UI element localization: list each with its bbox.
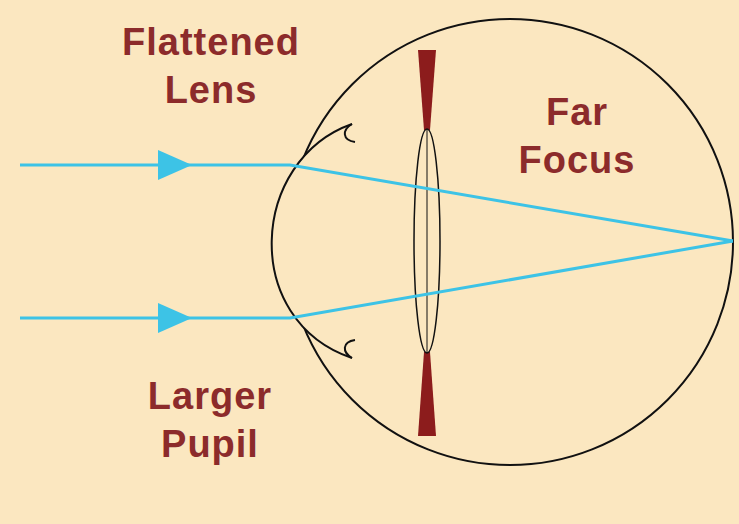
iris-hook xyxy=(345,340,355,358)
cornea-outline xyxy=(272,124,352,358)
lens-label: Flattened Lens xyxy=(91,18,331,114)
lens-zonule xyxy=(427,130,428,352)
focus-label: Far Focus xyxy=(497,88,657,184)
light-ray xyxy=(20,241,733,318)
ciliary-muscle xyxy=(418,352,436,436)
eyeball-outline xyxy=(287,19,733,465)
ciliary-muscle xyxy=(418,50,436,130)
pupil-label: Larger Pupil xyxy=(120,372,300,468)
flattened-lens xyxy=(414,129,440,353)
iris-hook xyxy=(345,124,355,142)
ray-arrowhead xyxy=(158,150,192,180)
ray-arrowhead xyxy=(158,303,192,333)
